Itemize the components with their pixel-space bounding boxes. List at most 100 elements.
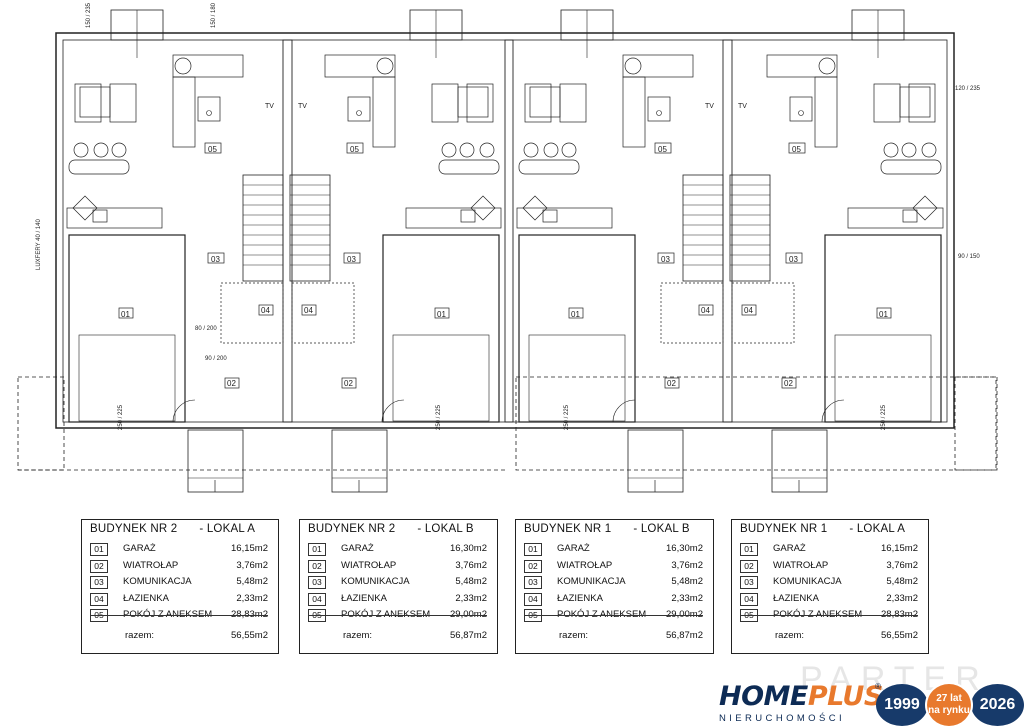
- room-tag-text: 01: [437, 310, 446, 319]
- stairs: [289, 174, 331, 282]
- room-area: 16,30m2: [666, 543, 703, 554]
- dimension-label: 250 / 225: [881, 404, 887, 430]
- kitchen-counter: [405, 207, 502, 229]
- counter: [880, 159, 942, 175]
- room-name: ŁAZIENKA: [773, 592, 819, 604]
- legend-unit: - LOKAL A: [849, 523, 906, 535]
- counter: [438, 159, 500, 175]
- total-area: 56,87m2: [666, 630, 703, 641]
- room-number: 03: [740, 576, 758, 589]
- car-space: [392, 334, 490, 422]
- sink: [92, 209, 108, 223]
- door-swing: [612, 399, 636, 423]
- floor-plan: 0501030402TV0501030402TV0501030402TV0501…: [17, 2, 998, 493]
- plant: [656, 110, 662, 116]
- room-tag-01: [434, 307, 450, 319]
- total-area: 56,55m2: [881, 630, 918, 641]
- outer-wall: [55, 32, 955, 429]
- room-tag-text: 02: [784, 379, 793, 388]
- legend-building: BUDYNEK NR 2: [90, 523, 178, 535]
- dining-chairs: [466, 83, 494, 123]
- coffee-table: [347, 96, 371, 122]
- bar-stool: [561, 142, 577, 158]
- garage-room: [824, 234, 942, 423]
- room-area: 3,76m2: [886, 559, 918, 571]
- counter: [518, 159, 580, 175]
- party-wall: [722, 39, 733, 423]
- room-area: 16,15m2: [881, 543, 918, 554]
- sofa: [324, 54, 396, 78]
- room-tag-text: 02: [344, 379, 353, 388]
- room-name: KOMUNIKACJA: [341, 576, 410, 587]
- room-area: 5,48m2: [455, 576, 487, 587]
- bathroom: [660, 282, 724, 344]
- dimension-label: 250 / 225: [118, 404, 124, 430]
- room-tag-text: 04: [701, 306, 710, 315]
- entrance-steps: [187, 429, 244, 493]
- entrance-steps: [331, 429, 388, 493]
- dining-chairs: [74, 83, 102, 123]
- room-tag-text: 05: [208, 145, 217, 154]
- legend-total: razem:56,87m2: [559, 630, 703, 641]
- room-tag-text: 04: [261, 306, 270, 315]
- terrace-outline: [17, 376, 65, 471]
- room-tag-text: 05: [792, 145, 801, 154]
- room-area: 3,76m2: [671, 559, 703, 571]
- armchair: [376, 57, 394, 75]
- room-area: 2,33m2: [671, 592, 703, 604]
- plant: [798, 110, 804, 116]
- room-number: 04: [308, 592, 326, 606]
- legend-header: BUDYNEK NR 2- LOKAL B: [308, 523, 474, 535]
- dining-chairs: [431, 83, 459, 123]
- legend-header: BUDYNEK NR 1- LOKAL A: [740, 523, 905, 535]
- total-area: 56,87m2: [450, 630, 487, 641]
- room-area: 28,83m2: [231, 609, 268, 620]
- dimension-label: 120 / 235: [955, 86, 981, 92]
- room-name: WIATROŁAP: [341, 559, 397, 571]
- bar-stool: [441, 142, 457, 158]
- room-area: 29,00m2: [450, 609, 487, 620]
- dining-chairs: [524, 83, 552, 123]
- room-tag-04: [741, 304, 757, 316]
- tv-label: TV: [265, 103, 274, 110]
- room-area: 5,48m2: [671, 576, 703, 587]
- total-area: 56,55m2: [231, 630, 268, 641]
- bar-stool: [479, 142, 495, 158]
- stairs: [242, 174, 284, 282]
- room-area: 5,48m2: [236, 576, 268, 587]
- dimension-label: 150 / 180: [211, 2, 217, 28]
- bathroom: [291, 282, 355, 344]
- bathroom: [731, 282, 795, 344]
- room-tag-05: [204, 142, 222, 154]
- garage-room: [382, 234, 500, 423]
- room-name: ŁAZIENKA: [557, 592, 603, 604]
- cooktop: [470, 195, 496, 221]
- sofa: [766, 54, 838, 78]
- room-name: POKÓJ Z ANEKSEM: [123, 609, 213, 620]
- room-number: 01: [90, 543, 108, 556]
- room-tag-05: [346, 142, 364, 154]
- dimension-label: 250 / 225: [436, 404, 442, 430]
- kitchen-counter: [516, 207, 613, 229]
- dining-table: [529, 86, 561, 118]
- counter: [68, 159, 130, 175]
- room-tag-text: 05: [658, 145, 667, 154]
- sink: [542, 209, 558, 223]
- room-tag-text: 03: [789, 255, 798, 264]
- dining-chairs: [908, 83, 936, 123]
- room-number: 01: [740, 543, 758, 556]
- total-label: razem:: [125, 630, 155, 641]
- terrace-outline: [515, 376, 997, 471]
- entrance-steps: [627, 429, 684, 493]
